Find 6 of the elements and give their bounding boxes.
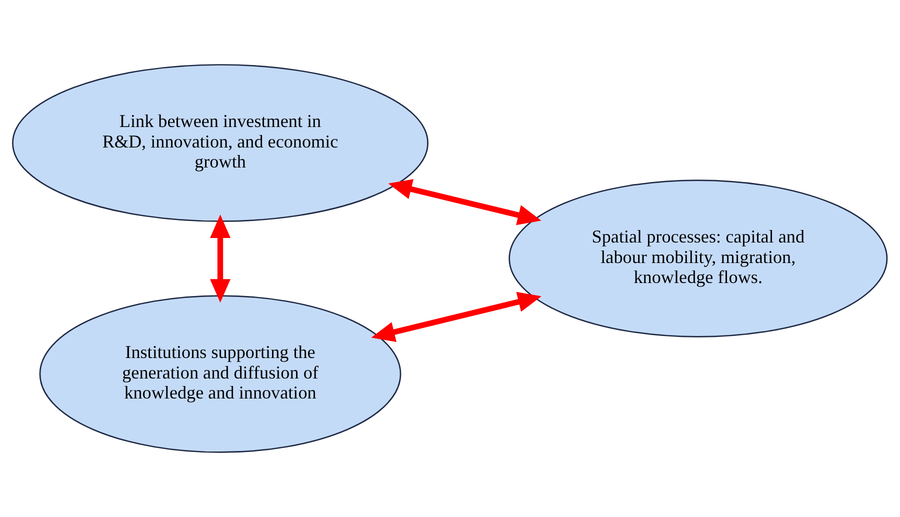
- arrow: [388, 179, 542, 226]
- arrow: [371, 292, 542, 342]
- node-ellipse: Spatial processes: capital and labour mobility, migration, knowledge flows.: [508, 180, 888, 338]
- node-ellipse: Institutions supporting the generation and diffusion of knowledge and innovation: [39, 295, 402, 453]
- arrow: [210, 214, 231, 303]
- node-ellipse: Link between investment in R&D, innovation, and economic growth: [12, 64, 428, 222]
